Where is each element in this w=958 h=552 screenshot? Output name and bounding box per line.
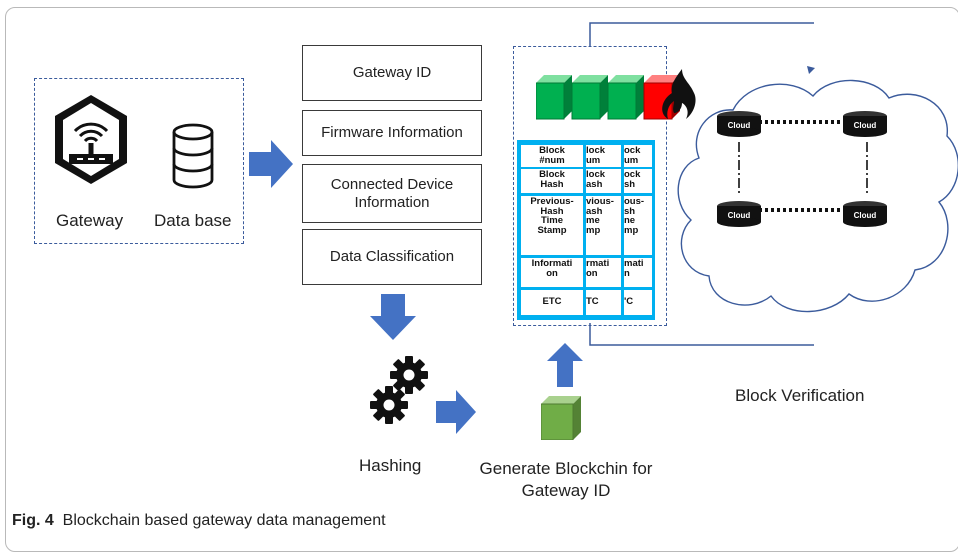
- caption-number: Fig. 4: [12, 512, 54, 529]
- block-table-cell: Block Hash: [521, 169, 583, 193]
- block-table-cell: Block #num: [521, 145, 583, 167]
- block-table-cell: vious- ash me mp: [586, 196, 621, 255]
- connector-lines: [589, 22, 815, 346]
- cloud-node-label: Cloud: [728, 121, 751, 130]
- block-table-cell: ock sh: [624, 169, 652, 193]
- database-icon: [172, 123, 214, 189]
- arrow-up-icon: [547, 343, 583, 387]
- cloud-network: Cloud Cloud Cloud Cloud: [677, 79, 958, 313]
- block-verification-label: Block Verification: [735, 386, 865, 405]
- arrow-down-icon: [370, 294, 416, 340]
- block-table-cell: rmati on: [586, 258, 621, 287]
- block-table-cell: TC: [586, 290, 621, 315]
- block-table-cell: Informati on: [521, 258, 583, 287]
- gears-icon: [370, 356, 428, 424]
- cloud-node-icon: Cloud: [843, 201, 887, 227]
- cloud-node-label: Cloud: [854, 121, 877, 130]
- block-table-cell: ous- sh ne mp: [624, 196, 652, 255]
- block-table-cell: ETC: [521, 290, 583, 315]
- block-table-cell: mati n: [624, 258, 652, 287]
- cloud-node-icon: Cloud: [717, 111, 761, 137]
- cloud-node-label: Cloud: [728, 211, 751, 220]
- field-connected-device-information: Connected Device Information: [302, 164, 482, 223]
- fire-icon: [662, 69, 696, 119]
- block-table-cell: Previous- Hash Time Stamp: [521, 196, 583, 255]
- block-table-cell: lock um: [586, 145, 621, 167]
- caption-text: Blockchain based gateway data management: [62, 512, 386, 529]
- gateway-icon: [55, 95, 127, 184]
- database-label: Data base: [154, 211, 232, 230]
- block-cube-icon: [541, 396, 581, 440]
- gateway-label: Gateway: [56, 211, 124, 230]
- blockchain-cubes-icon: [536, 69, 696, 120]
- field-gateway-id: Gateway ID: [302, 45, 482, 101]
- block-table-cell: 'C: [624, 290, 652, 315]
- block-table-cell: ock um: [624, 145, 652, 167]
- arrow-right-icon: [436, 390, 476, 434]
- field-firmware-information: Firmware Information: [302, 110, 482, 156]
- cloud-node-icon: Cloud: [843, 111, 887, 137]
- field-data-classification: Data Classification: [302, 229, 482, 285]
- figure-caption: Fig. 4 Blockchain based gateway data man…: [12, 512, 386, 530]
- hashing-label: Hashing: [359, 456, 422, 475]
- cloud-node-label: Cloud: [854, 211, 877, 220]
- cloud-node-icon: Cloud: [717, 201, 761, 227]
- block-table-cell: lock ash: [586, 169, 621, 193]
- generate-blockchain-label: Generate Blockchin for Gateway ID: [479, 459, 653, 500]
- source-box: [34, 78, 244, 244]
- arrow-right-icon: [249, 140, 293, 188]
